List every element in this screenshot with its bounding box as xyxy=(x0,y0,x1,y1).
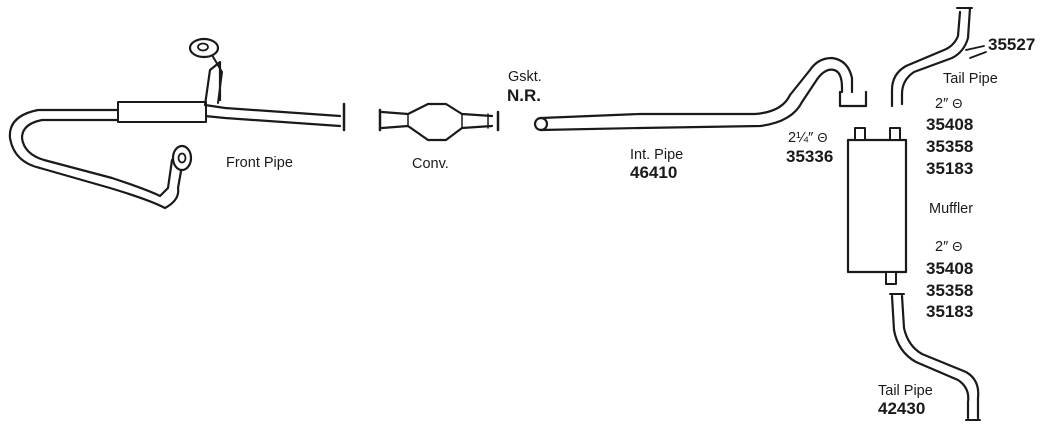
muffler-shape xyxy=(846,127,908,285)
upper-tail-pipe-part-number: 35527 xyxy=(988,35,1036,54)
lower-clamp-part-3: 35183 xyxy=(926,302,974,321)
int-pipe-label: Int. Pipe xyxy=(630,147,684,163)
lower-clamp-part-1: 35408 xyxy=(926,259,974,278)
upper-clamp-part-1: 35408 xyxy=(926,115,974,134)
inlet-clamp-part-number: 35336 xyxy=(786,147,834,166)
clamp-icon: Θ xyxy=(952,239,963,254)
upper-tail-pipe-label: Tail Pipe xyxy=(943,71,998,87)
upper-clamp-part-3: 35183 xyxy=(926,159,974,178)
lower-clamp-size: 2″ Θ xyxy=(935,239,963,255)
lower-tail-pipe-shape xyxy=(889,293,981,421)
gasket-label: Gskt. xyxy=(508,69,542,85)
upper-clamp-size: 2″ Θ xyxy=(935,96,963,112)
clamp-icon: Θ xyxy=(817,130,828,145)
front-pipe-label: Front Pipe xyxy=(226,155,293,171)
int-pipe-shape xyxy=(533,56,868,132)
muffler-label: Muffler xyxy=(929,201,974,217)
lower-tail-pipe-label: Tail Pipe xyxy=(878,383,933,399)
int-pipe-part-number: 46410 xyxy=(630,163,678,182)
lower-tail-pipe-part-number: 42430 xyxy=(878,399,926,418)
converter-shape xyxy=(378,102,500,142)
inlet-clamp-size: 2¼″ Θ xyxy=(788,130,828,146)
upper-tail-pipe-shape xyxy=(890,6,987,108)
gasket-part-number: N.R. xyxy=(507,86,541,105)
converter-label: Conv. xyxy=(412,156,449,172)
front-pipe-shape xyxy=(8,37,346,210)
upper-clamp-part-2: 35358 xyxy=(926,137,974,156)
lower-clamp-part-2: 35358 xyxy=(926,281,974,300)
clamp-icon: Θ xyxy=(952,96,963,111)
